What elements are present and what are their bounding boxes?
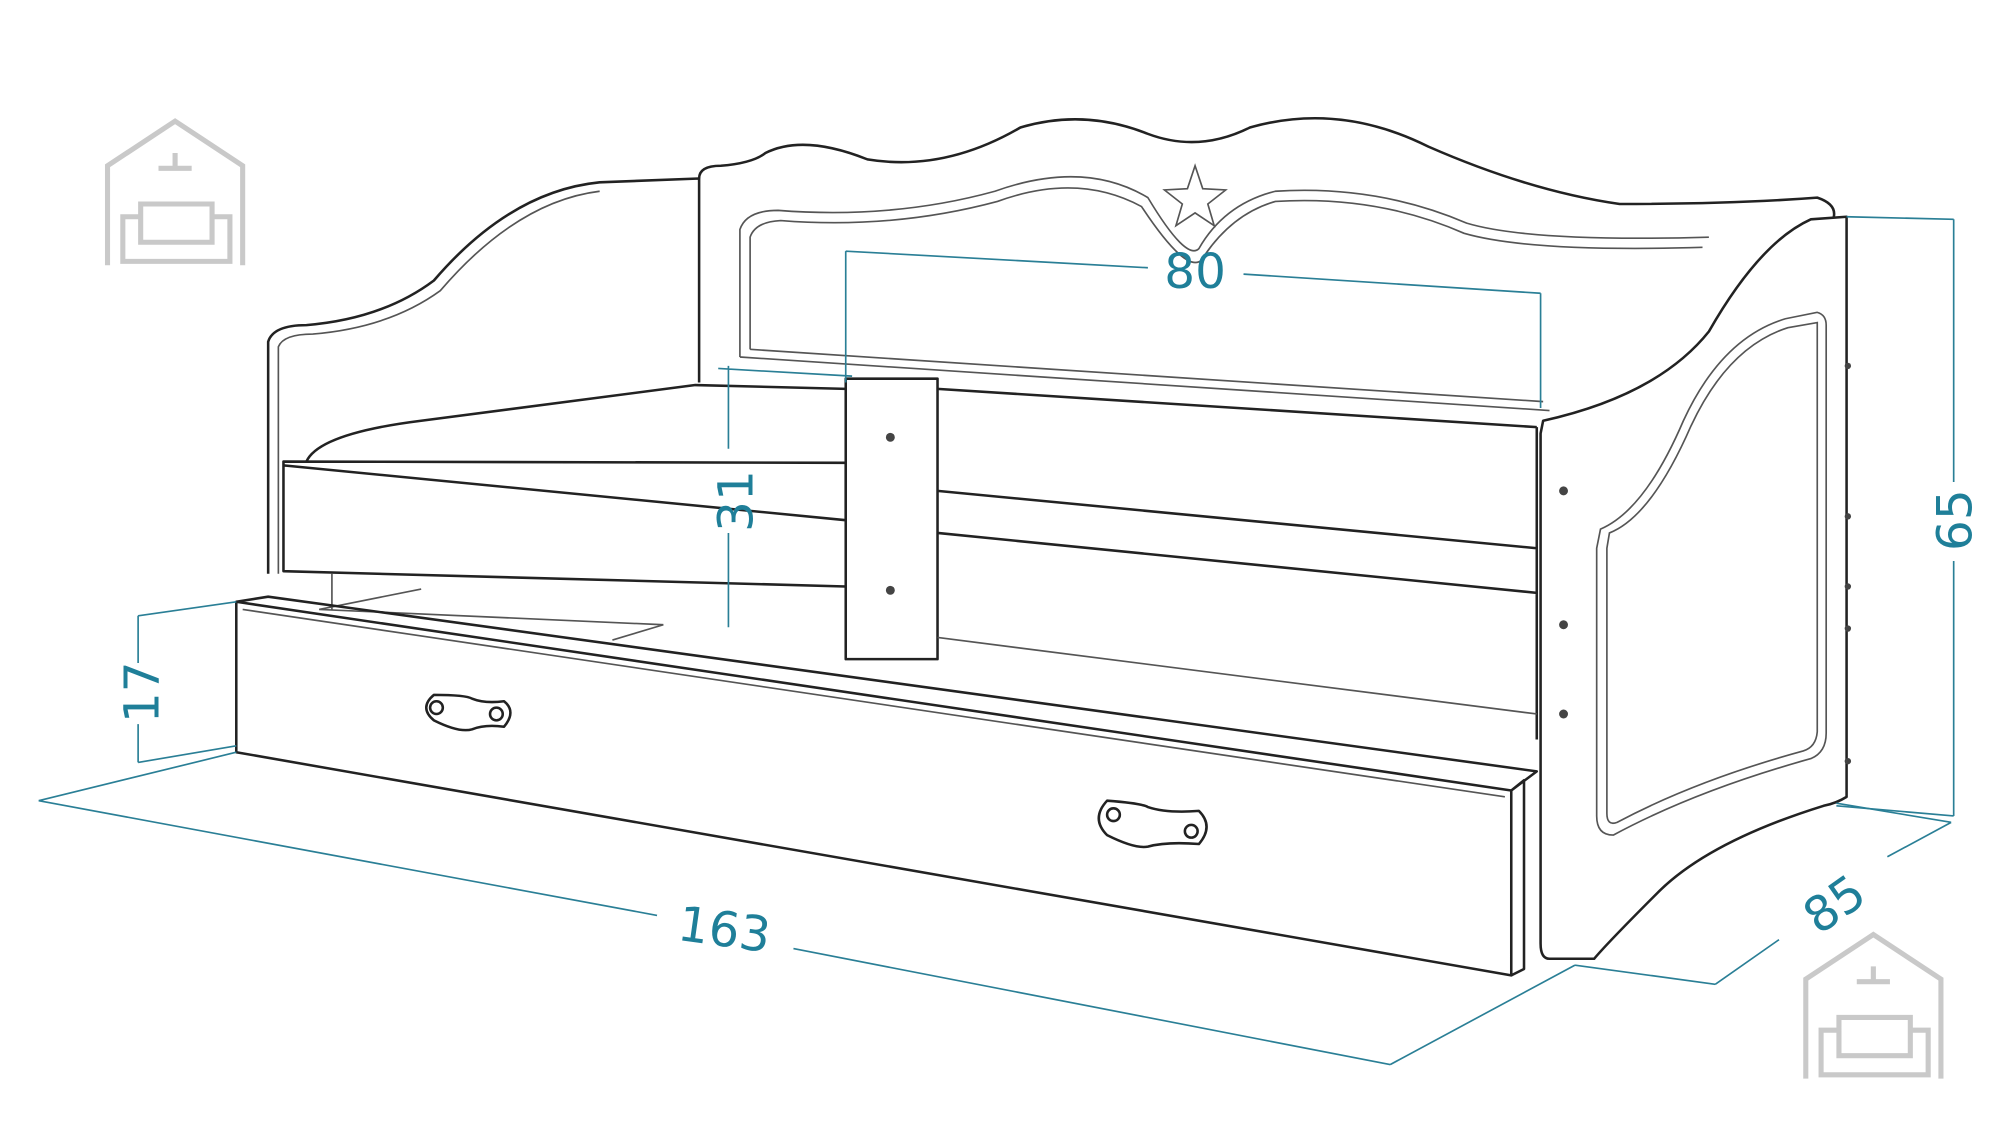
dim-total-height: 65 xyxy=(1928,489,1984,551)
dim-inner-width: 80 xyxy=(1164,244,1226,300)
dim-total-length: 163 xyxy=(675,896,774,964)
bed-drawing xyxy=(235,116,1852,977)
house-sofa-logo-icon xyxy=(104,118,246,266)
dimension-lines xyxy=(38,215,1955,1066)
dim-rail-height: 31 xyxy=(709,470,765,532)
house-sofa-logo-icon xyxy=(1803,931,1944,1079)
dim-drawer-height: 17 xyxy=(115,661,171,723)
dim-depth: 85 xyxy=(1794,864,1877,945)
